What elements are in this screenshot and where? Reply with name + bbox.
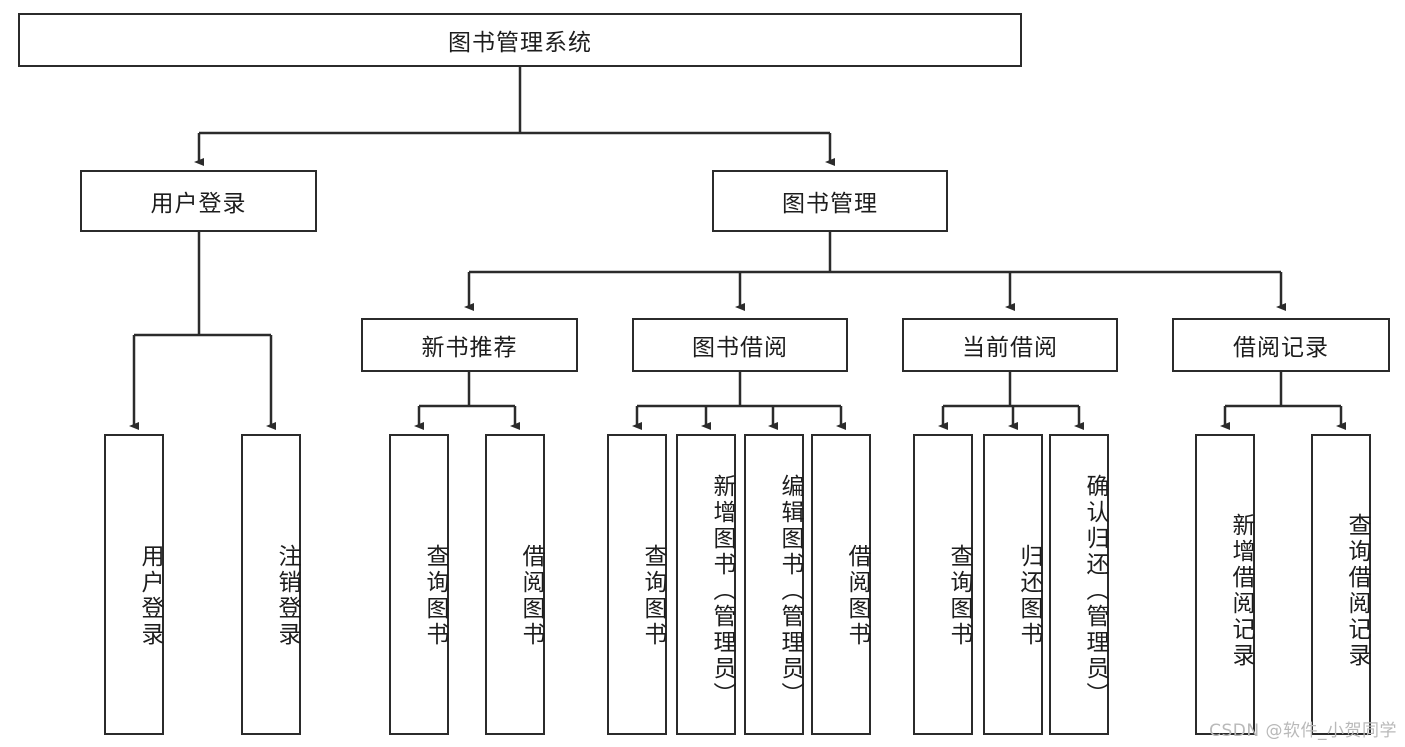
node-label: 编辑图书（管理员） bbox=[777, 473, 803, 708]
node-label: 当前借阅 bbox=[962, 335, 1058, 361]
node-label: 查询图书 bbox=[422, 543, 448, 648]
node-label: 图书借阅 bbox=[692, 335, 788, 361]
node-book-borrow[interactable]: 图书借阅 bbox=[632, 318, 848, 372]
leaf-user-login-login[interactable]: 用户登录 bbox=[104, 434, 164, 735]
node-label: 新书推荐 bbox=[421, 335, 518, 361]
node-label: 借阅图书 bbox=[518, 543, 544, 648]
leaf-user-login-logout[interactable]: 注销登录 bbox=[241, 434, 301, 735]
leaf-borrow-record-add-record[interactable]: 新增借阅记录 bbox=[1195, 434, 1255, 735]
leaf-book-borrow-borrow-books[interactable]: 借阅图书 bbox=[811, 434, 871, 735]
node-root-book-management-system[interactable]: 图书管理系统 bbox=[18, 13, 1022, 67]
node-label: 查询图书 bbox=[946, 543, 972, 648]
node-label: 图书管理系统 bbox=[448, 30, 592, 56]
node-label: 查询图书 bbox=[640, 543, 666, 648]
node-label: 查询借阅记录 bbox=[1344, 512, 1370, 669]
node-label: 注销登录 bbox=[274, 543, 300, 648]
leaf-new-book-query-books[interactable]: 查询图书 bbox=[389, 434, 449, 735]
node-label: 借阅图书 bbox=[844, 543, 870, 648]
node-label: 借阅记录 bbox=[1233, 335, 1329, 361]
leaf-current-borrow-query-books[interactable]: 查询图书 bbox=[913, 434, 973, 735]
leaf-current-borrow-return-books[interactable]: 归还图书 bbox=[983, 434, 1043, 735]
node-user-login[interactable]: 用户登录 bbox=[80, 170, 317, 232]
node-label: 图书管理 bbox=[782, 191, 878, 217]
node-borrow-record[interactable]: 借阅记录 bbox=[1172, 318, 1390, 372]
leaf-book-borrow-query-books[interactable]: 查询图书 bbox=[607, 434, 667, 735]
node-label: 用户登录 bbox=[150, 191, 247, 217]
node-label: 新增图书（管理员） bbox=[709, 473, 735, 708]
node-label: 新增借阅记录 bbox=[1228, 512, 1254, 669]
node-label: 确认归还（管理员） bbox=[1082, 473, 1108, 708]
leaf-current-borrow-confirm-return-admin[interactable]: 确认归还（管理员） bbox=[1049, 434, 1109, 735]
leaf-borrow-record-query-record[interactable]: 查询借阅记录 bbox=[1311, 434, 1371, 735]
csdn-watermark: CSDN @软件_小贺同学 bbox=[1209, 721, 1397, 741]
node-label: 用户登录 bbox=[137, 543, 163, 648]
node-current-borrow[interactable]: 当前借阅 bbox=[902, 318, 1118, 372]
leaf-book-borrow-edit-book-admin[interactable]: 编辑图书（管理员） bbox=[744, 434, 804, 735]
leaf-book-borrow-add-book-admin[interactable]: 新增图书（管理员） bbox=[676, 434, 736, 735]
node-book-management[interactable]: 图书管理 bbox=[712, 170, 948, 232]
node-label: 归还图书 bbox=[1016, 543, 1042, 648]
leaf-new-book-borrow-books[interactable]: 借阅图书 bbox=[485, 434, 545, 735]
node-new-book-recommend[interactable]: 新书推荐 bbox=[361, 318, 578, 372]
